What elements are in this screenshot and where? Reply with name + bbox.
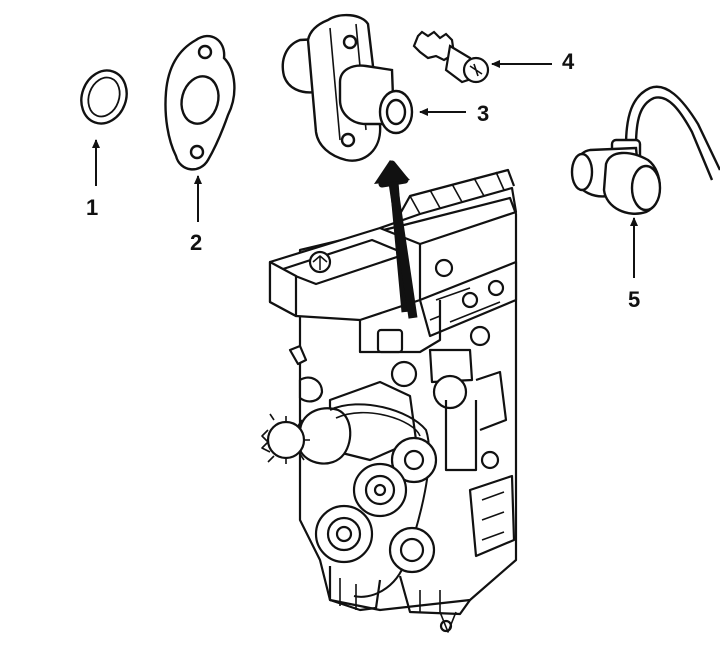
sensor-connector-plug-icon <box>570 85 720 215</box>
callout-number-4: 4 <box>562 49 575 74</box>
camshaft-position-sensor-icon <box>281 13 414 162</box>
install-location-arrow-shaft <box>387 175 418 319</box>
engine-assembly-icon <box>261 168 518 633</box>
install-location-arrow-head <box>374 160 410 184</box>
bolt-icon <box>412 30 490 84</box>
flange-gasket-icon <box>164 34 236 171</box>
callout-leaders <box>92 60 638 278</box>
o-ring-seal-icon <box>80 69 128 125</box>
callout-number-1: 1 <box>86 195 99 220</box>
callout-number-3: 3 <box>477 101 490 126</box>
callout-number-2: 2 <box>190 230 203 255</box>
callout-number-5: 5 <box>628 287 641 312</box>
